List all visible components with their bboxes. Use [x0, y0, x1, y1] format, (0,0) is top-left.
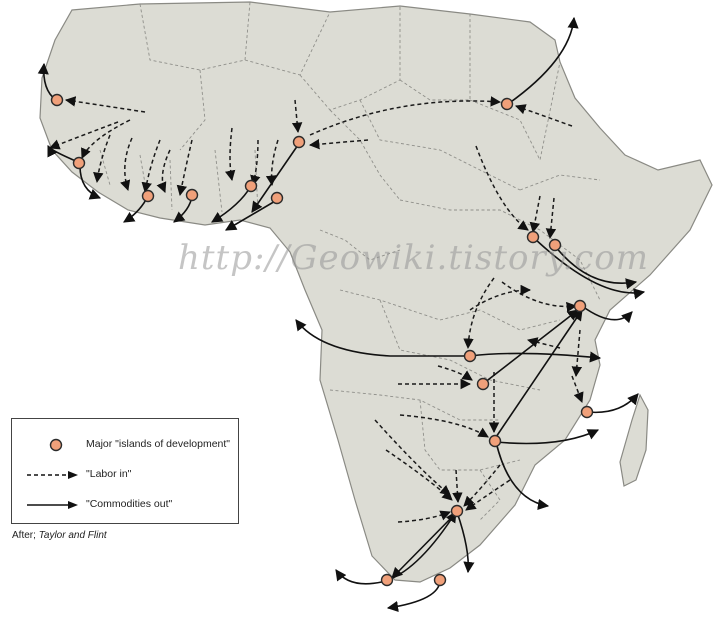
attribution-source: Taylor and Flint [38, 530, 107, 541]
island-marker [185, 188, 199, 202]
island-marker [580, 405, 594, 419]
island-marker [292, 135, 306, 149]
commodity-flows [37, 16, 646, 613]
country-borders [99, 1, 601, 521]
labor-flows [49, 96, 584, 523]
island-marker [476, 377, 490, 391]
island-marker [526, 230, 540, 244]
island-marker [244, 179, 258, 193]
island-marker [141, 189, 155, 203]
island-marker [573, 299, 587, 313]
legend-item-labor: "Labor in" [12, 465, 238, 485]
island-marker [72, 156, 86, 170]
map-legend: Major "islands of development" "Labor in… [11, 418, 239, 524]
island-marker [548, 238, 562, 252]
attribution: After; Taylor and Flint [12, 530, 107, 541]
island-marker [50, 93, 64, 107]
legend-commodities-label: "Commodities out" [86, 498, 173, 510]
island-marker [450, 504, 464, 518]
island-marker [433, 573, 447, 587]
madagascar [619, 393, 649, 487]
island-marker [500, 97, 514, 111]
legend-item-islands: Major "islands of development" [12, 435, 238, 455]
africa-landmass [39, 1, 713, 583]
island-marker [463, 349, 477, 363]
island-marker [380, 573, 394, 587]
attribution-prefix: After; [12, 530, 39, 541]
island-marker [270, 191, 284, 205]
island-markers [50, 93, 594, 587]
legend-islands-label: Major "islands of development" [86, 438, 231, 450]
island-marker [488, 434, 502, 448]
solid-arrow-icon [27, 501, 78, 509]
legend-item-commodities: "Commodities out" [12, 495, 238, 515]
watermark-text: http://Geowiki.tistory.com [178, 238, 649, 278]
legend-labor-label: "Labor in" [86, 468, 132, 480]
dashed-arrow-icon [27, 471, 78, 479]
island-marker-icon [49, 438, 63, 452]
